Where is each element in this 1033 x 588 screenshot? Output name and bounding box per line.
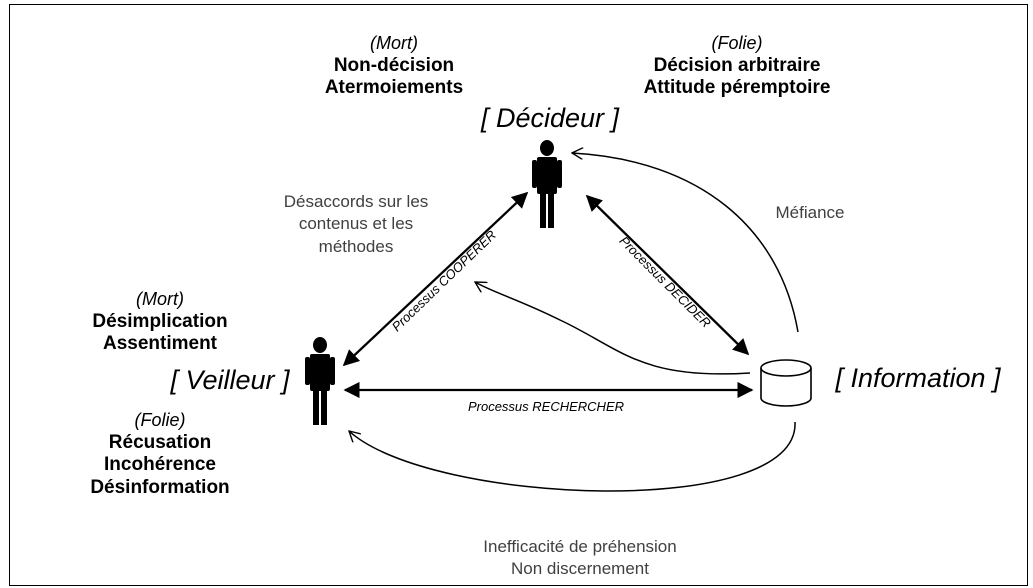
desaccords-annotation: Désaccords sur les contenus et les métho… [246, 191, 466, 258]
veilleur-label: [ Veilleur ] [170, 365, 290, 395]
inefficacite-line1: Inefficacité de préhension [483, 537, 677, 556]
desaccords-line3: méthodes [318, 236, 394, 256]
veilleur-mort-tag: (Mort) [136, 289, 184, 309]
mefiance-annotation: Méfiance [775, 203, 845, 222]
database-icon [760, 359, 812, 407]
decideur-folie-block: (Folie) Décision arbitraire Attitude pér… [627, 33, 847, 100]
decideur-folie-tag: (Folie) [711, 33, 763, 53]
information-label: [ Information ] [835, 363, 1001, 393]
decideur-mort-block: (Mort) Non-décision Atermoiements [294, 33, 494, 100]
desaccords-line1: Désaccords sur les [283, 192, 429, 211]
veilleur-folie-line2: Incohérence [104, 454, 216, 476]
desaccords-curve-arrow [475, 282, 751, 375]
decideur-mort-tag: (Mort) [370, 33, 418, 53]
inefficacite-annotation: Inefficacité de préhension Non discernem… [430, 536, 730, 581]
decider-label: Processus DECIDER [616, 233, 713, 330]
veilleur-mort-line1: Désimplication [92, 310, 228, 332]
decideur-mort-line2: Atermoiements [324, 77, 464, 99]
inefficacite-line2: Non discernement [511, 559, 649, 579]
veilleur-folie-line3: Désinformation [90, 477, 230, 499]
decideur-folie-line2: Attitude péremptoire [643, 77, 831, 99]
decideur-person-icon [532, 140, 562, 228]
veilleur-folie-tag: (Folie) [134, 410, 186, 430]
decideur-folie-line1: Décision arbitraire [653, 54, 821, 76]
diagram-frame [9, 4, 1028, 586]
inefficacite-arc-arrow [349, 421, 796, 492]
veilleur-folie-block: (Folie) Récusation Incohérence Désinform… [60, 410, 260, 500]
veilleur-folie-line1: Récusation [108, 431, 212, 453]
cooperer-arrow [342, 191, 529, 367]
decideur-label: [ Décideur ] [480, 103, 620, 133]
veilleur-mort-block: (Mort) Désimplication Assentiment [60, 289, 260, 356]
mefiance-arc-arrow [572, 153, 799, 333]
veilleur-mort-line2: Assentiment [102, 333, 218, 355]
decideur-mort-line1: Non-décision [333, 54, 455, 76]
decider-arrow [585, 194, 750, 356]
veilleur-person-icon [305, 337, 335, 425]
rechercher-label: Processus RECHERCHER [468, 399, 624, 414]
desaccords-line2: contenus et les [298, 214, 414, 234]
